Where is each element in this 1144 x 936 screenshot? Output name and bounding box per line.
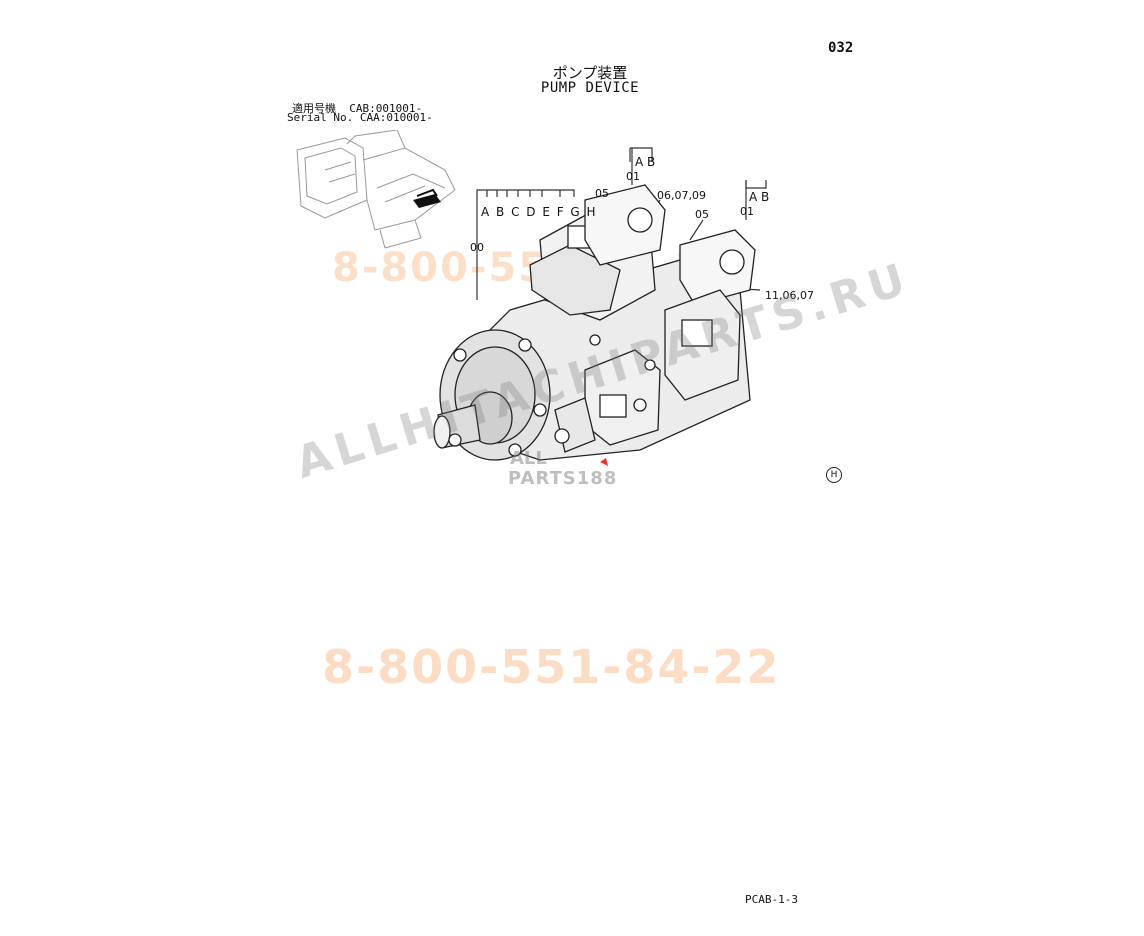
page-title: PUMP DEVICE bbox=[540, 80, 640, 96]
pump-device-drawing: A B C D E F G H 00 A B 01 05 06,07,09 05… bbox=[433, 147, 814, 466]
callout-00-number: 00 bbox=[470, 241, 484, 254]
callout-01-left-letters: A B bbox=[635, 155, 655, 169]
watermark-logo-line1: ALL bbox=[510, 448, 547, 469]
page-title-japanese: ポンプ装置 bbox=[552, 64, 628, 82]
hitachi-mark-icon: H bbox=[826, 467, 842, 483]
page-code: PCAB-1-3 bbox=[745, 893, 798, 906]
callout-06-07-09: 06,07,09 bbox=[657, 189, 706, 202]
callout-01-right-number: 01 bbox=[740, 205, 754, 218]
callout-05-right: 05 bbox=[695, 208, 709, 221]
callout-11-06-07: 11,06,07 bbox=[765, 289, 814, 302]
red-marker-icon bbox=[600, 458, 608, 466]
watermark-phone-bottom: 8-800-551-84-22 bbox=[322, 640, 781, 694]
callout-01-right-letters: A B bbox=[749, 190, 769, 204]
excavator-location-thumbnail bbox=[296, 130, 456, 249]
callout-bracket-00 bbox=[476, 189, 575, 197]
page-number: 032 bbox=[828, 40, 854, 56]
callout-01-left-number: 01 bbox=[626, 170, 640, 183]
pump-location-marker bbox=[413, 188, 441, 208]
callout-00-letters: A B C D E F G H bbox=[481, 205, 597, 219]
applicable-models-line: 適用号機 CAB:001001- bbox=[292, 102, 423, 115]
serial-number-line: Serial No. CAA:010001- bbox=[287, 111, 433, 124]
callout-05-left: 05 bbox=[595, 187, 609, 200]
watermark-logo-line2: PARTS188 bbox=[508, 468, 618, 489]
